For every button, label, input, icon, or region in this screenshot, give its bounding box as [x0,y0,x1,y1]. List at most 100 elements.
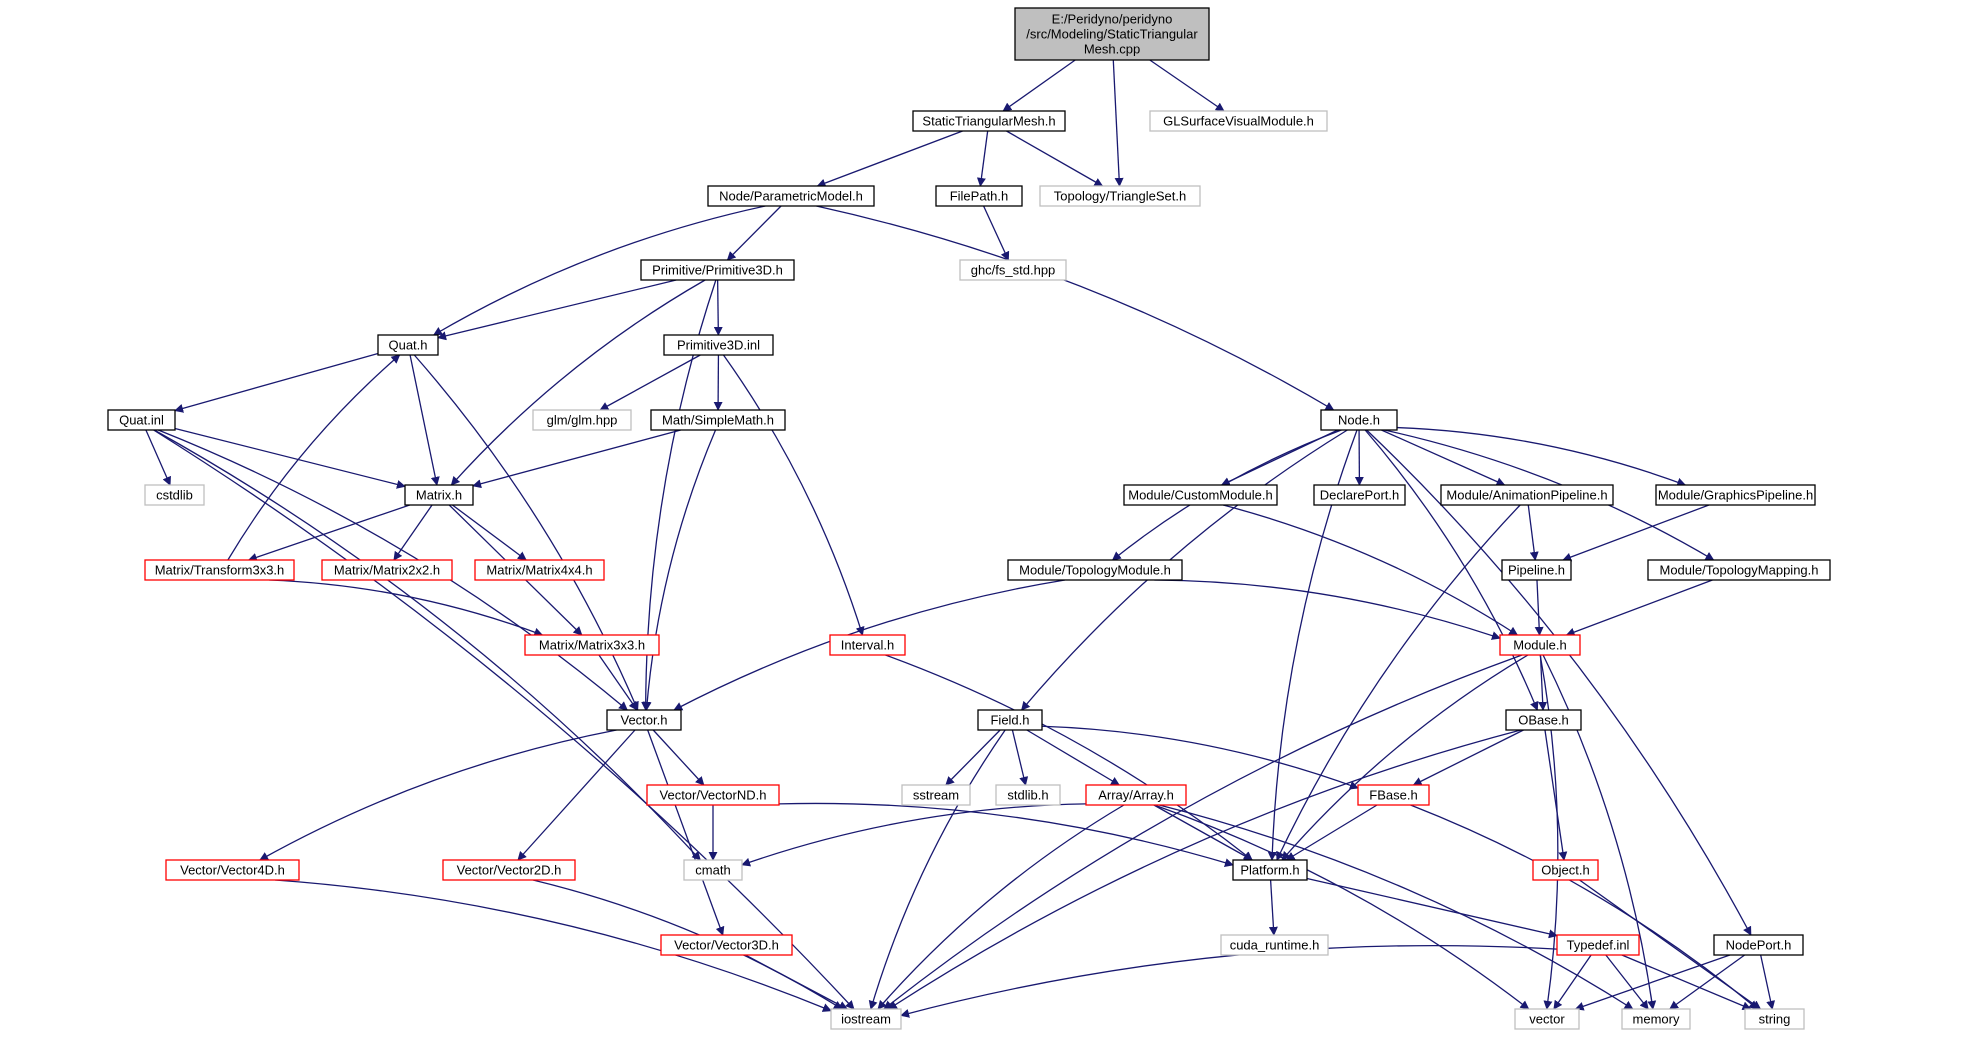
node-box [606,709,682,731]
node-matrix[interactable]: Matrix.h [404,484,474,506]
node-dp[interactable]: DeclarePort.h [1313,484,1406,506]
edge-array-to-cmath [741,803,1087,867]
edge-fbase-to-platform [1285,804,1378,861]
node-tm[interactable]: Module/TopologyModule.h [1007,559,1183,581]
edge-field-to-sstream [945,729,1001,786]
edge-quat-to-vector [413,354,639,711]
node-sm[interactable]: Math/SimpleMath.h [650,409,786,431]
node-vector[interactable]: Vector.h [606,709,682,731]
node-object[interactable]: Object.h [1532,859,1599,881]
node-sstream: sstream [901,784,971,806]
node-label: Module/GraphicsPipeline.h [1658,488,1813,503]
node-field[interactable]: Field.h [977,709,1043,731]
node-nodeport[interactable]: NodePort.h [1713,934,1804,956]
node-box [1556,934,1640,956]
edge-node-to-nodeport [1366,429,1752,936]
node-label: Matrix.h [416,488,462,503]
node-box [1123,484,1278,506]
node-label: cstdlib [156,488,193,503]
node-fbase[interactable]: FBase.h [1357,784,1430,806]
node-v2d[interactable]: Vector/Vector2D.h [442,859,576,881]
node-label: memory [1633,1012,1680,1027]
edge-module-to-vec [1539,654,1559,1010]
node-p3d[interactable]: Primitive/Primitive3D.h [640,259,795,281]
node-typedef[interactable]: Typedef.inl [1556,934,1640,956]
edge-vector-to-v2d [517,729,636,861]
edge-quatinl-to-iostream [153,429,855,1010]
edge-obase-to-iostream [887,729,1522,1010]
node-m44[interactable]: Matrix/Matrix4x4.h [474,559,605,581]
edge-typedef-to-iostream [900,944,1558,1018]
edge-tm-to-module [1154,579,1501,640]
edge-interval-to-platform [885,654,1253,861]
node-ghc: ghc/fs_std.hpp [959,259,1067,281]
node-pipe[interactable]: Pipeline.h [1501,559,1572,581]
edge-nodeport-to-memory [1669,954,1746,1010]
node-label: Object.h [1541,863,1589,878]
node-box [640,259,795,281]
node-box [1440,484,1614,506]
node-box [144,484,205,506]
edge-ap-to-platform [1276,504,1521,861]
node-ap[interactable]: Module/AnimationPipeline.h [1440,484,1614,506]
edge-field-to-iostream [868,729,1006,1010]
node-label: Vector/Vector2D.h [457,863,562,878]
edge-node-to-field [1021,429,1348,711]
node-label: Vector/Vector3D.h [674,938,779,953]
node-memory: memory [1621,1008,1691,1030]
node-cm[interactable]: Module/CustomModule.h [1123,484,1278,506]
edge-pm-to-p3d [726,205,782,261]
node-stm[interactable]: StaticTriangularMesh.h [912,110,1066,132]
node-box [1505,709,1582,731]
node-box [1621,1008,1691,1030]
node-label: Interval.h [841,638,894,653]
node-vnd[interactable]: Vector/VectorND.h [646,784,780,806]
edge-vector-to-v3d [647,729,725,936]
node-v3d[interactable]: Vector/Vector3D.h [660,934,793,956]
node-gp[interactable]: Module/GraphicsPipeline.h [1655,484,1816,506]
node-label: Vector/Vector4D.h [180,863,285,878]
edge-quat-to-quatinl [174,352,379,413]
node-fp[interactable]: FilePath.h [935,185,1023,207]
edge-quatinl-to-cstdlib [145,429,171,486]
edge-p3d-to-quat [437,279,677,341]
node-label: OBase.h [1518,713,1569,728]
edge-typedef-to-vec [1553,954,1592,1010]
node-platform[interactable]: Platform.h [1232,859,1308,881]
edge-fbase-to-string [1410,804,1759,1010]
node-t3[interactable]: Matrix/Transform3x3.h [144,559,295,581]
node-obase[interactable]: OBase.h [1505,709,1582,731]
node-module[interactable]: Module.h [1499,634,1581,656]
node-interval[interactable]: Interval.h [829,634,906,656]
edge-matrix-to-m44 [452,504,527,561]
edge-obase-to-fbase [1412,729,1524,786]
node-label: FBase.h [1369,788,1417,803]
node-label: Matrix/Transform3x3.h [155,563,285,578]
node-tmap[interactable]: Module/TopologyMapping.h [1647,559,1831,581]
node-label: stdlib.h [1007,788,1048,803]
node-box [650,409,786,431]
node-label: Primitive3D.inl [677,338,760,353]
edge-ap-to-pipe [1527,504,1539,561]
node-label: Module/CustomModule.h [1128,488,1273,503]
edge-gp-to-pipe [1562,504,1710,562]
edge-field-to-stdlib [1011,729,1029,786]
node-p3dinl[interactable]: Primitive3D.inl [663,334,774,356]
edge-pm-to-node [816,205,1335,411]
node-quatinl[interactable]: Quat.inl [107,409,176,431]
node-root[interactable]: E:/Peridyno/peridyno/src/Modeling/Static… [1014,7,1210,61]
node-node[interactable]: Node.h [1320,409,1398,431]
node-v4d[interactable]: Vector/Vector4D.h [165,859,300,881]
edge-typedef-to-memory [1605,954,1649,1010]
node-m33[interactable]: Matrix/Matrix3x3.h [524,634,660,656]
node-pm[interactable]: Node/ParametricModel.h [707,185,875,207]
node-stdlib: stdlib.h [995,784,1061,806]
node-array[interactable]: Array/Array.h [1085,784,1187,806]
node-box [1014,7,1210,61]
node-box [1149,110,1328,132]
node-m22[interactable]: Matrix/Matrix2x2.h [321,559,453,581]
node-quat[interactable]: Quat.h [377,334,439,356]
node-box [660,934,793,956]
node-box [1039,185,1201,207]
edge-v3d-to-iostream [745,954,848,1010]
